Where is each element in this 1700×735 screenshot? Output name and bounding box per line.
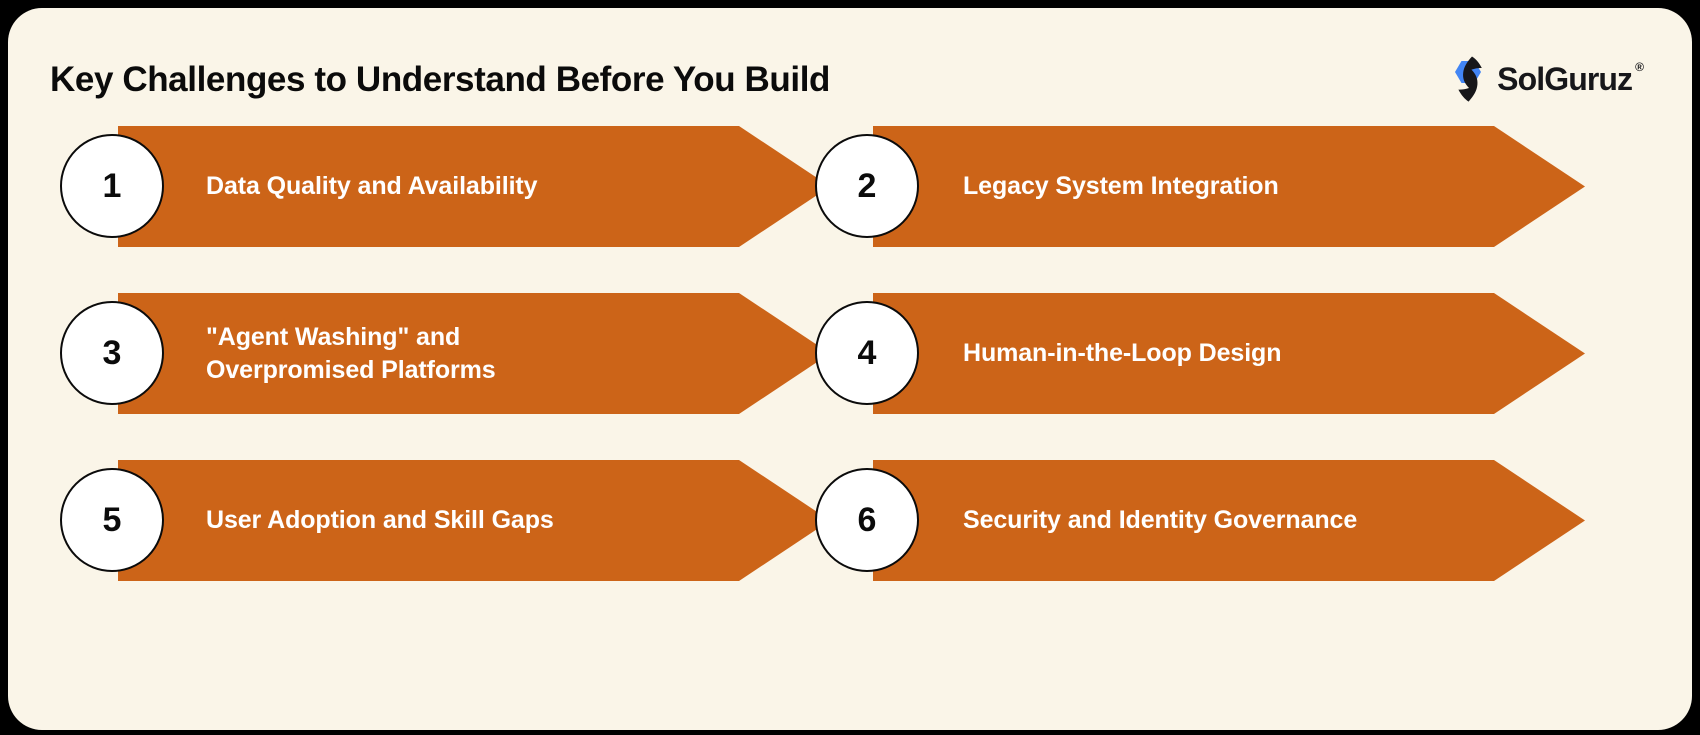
page-title: Key Challenges to Understand Before You …	[50, 60, 830, 99]
challenge-item-4[interactable]: 4 Human-in-the-Loop Design	[815, 293, 1585, 414]
challenge-item-2[interactable]: 2 Legacy System Integration	[815, 126, 1585, 247]
arrow-banner	[873, 460, 1585, 581]
brand-logo: SolGuruz ®	[1448, 56, 1644, 102]
challenge-number-badge: 3	[60, 301, 164, 405]
infographic-card: Key Challenges to Understand Before You …	[8, 8, 1692, 730]
challenge-label: Legacy System Integration	[963, 172, 1279, 201]
challenge-number-badge: 2	[815, 134, 919, 238]
challenge-label: Data Quality and Availability	[206, 172, 538, 201]
registered-trademark-symbol: ®	[1635, 60, 1644, 74]
challenge-number-badge: 4	[815, 301, 919, 405]
challenge-item-5[interactable]: 5 User Adoption and Skill Gaps	[60, 460, 830, 581]
header: Key Challenges to Understand Before You …	[8, 8, 1692, 126]
challenge-number-badge: 1	[60, 134, 164, 238]
challenge-row: 1 Data Quality and Availability 2 Legacy…	[8, 126, 1692, 293]
challenge-row: 3 "Agent Washing" and Overpromised Platf…	[8, 293, 1692, 460]
brand-wordmark: SolGuruz	[1497, 61, 1633, 97]
challenge-label: "Agent Washing" and Overpromised Platfor…	[206, 323, 496, 384]
challenge-item-6[interactable]: 6 Security and Identity Governance	[815, 460, 1585, 581]
challenge-label: User Adoption and Skill Gaps	[206, 506, 554, 535]
challenge-label: Security and Identity Governance	[963, 506, 1358, 535]
challenge-number-badge: 5	[60, 468, 164, 572]
arrow-banner	[118, 460, 830, 581]
arrow-banner	[118, 293, 830, 414]
arrow-banner	[873, 126, 1585, 247]
solguruz-hexagon-swoosh-icon	[1455, 56, 1482, 102]
challenge-row: 5 User Adoption and Skill Gaps 6 Securit…	[8, 460, 1692, 627]
challenge-label: Human-in-the-Loop Design	[963, 339, 1282, 368]
challenge-number-badge: 6	[815, 468, 919, 572]
arrow-banner	[118, 126, 830, 247]
challenge-item-1[interactable]: 1 Data Quality and Availability	[60, 126, 830, 247]
challenge-item-3[interactable]: 3 "Agent Washing" and Overpromised Platf…	[60, 293, 830, 414]
challenges-grid: 1 Data Quality and Availability 2 Legacy…	[8, 126, 1692, 627]
arrow-banner	[873, 293, 1585, 414]
